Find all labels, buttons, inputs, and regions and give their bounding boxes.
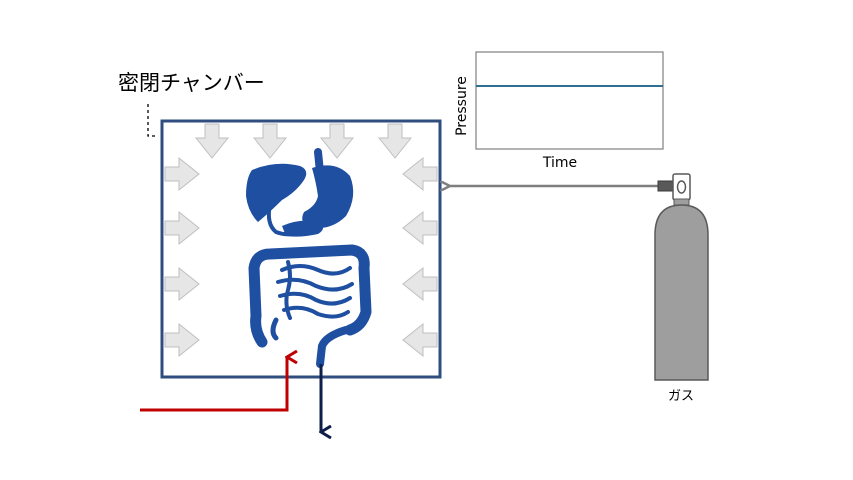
digestive-system-icon [246,148,372,368]
pressure-arrow-right-2 [402,210,438,246]
pressure-arrow-left-3 [164,266,200,302]
pressure-arrow-top-1 [194,123,230,159]
inlet-flow-arrow [140,357,287,412]
pressure-arrows [164,123,438,358]
pressure-arrow-top-3 [319,123,355,159]
chamber-label: 密閉チャンバー [118,71,265,95]
chamber-leader-line [147,104,156,137]
pressure-arrow-right-4 [402,322,438,358]
valve-gauge-icon [676,180,687,194]
cylinder-valve [672,173,691,201]
pressure-arrow-top-4 [377,123,413,159]
pressure-arrow-left-2 [164,210,200,246]
cylinder-body [654,204,709,381]
pressure-arrow-top-2 [252,123,288,159]
pressure-arrow-left-1 [164,156,200,192]
pressure-arrow-left-4 [164,322,200,358]
pressure-arrow-right-1 [402,156,438,192]
pressure-graph-frame [475,51,664,150]
gas-cylinder [654,173,709,381]
gas-label: ガス [668,389,694,404]
pressure-arrow-right-3 [402,266,438,302]
cylinder-neck [673,198,690,206]
graph-xlabel: Time [542,155,577,171]
graph-ylabel: Pressure [454,76,470,136]
